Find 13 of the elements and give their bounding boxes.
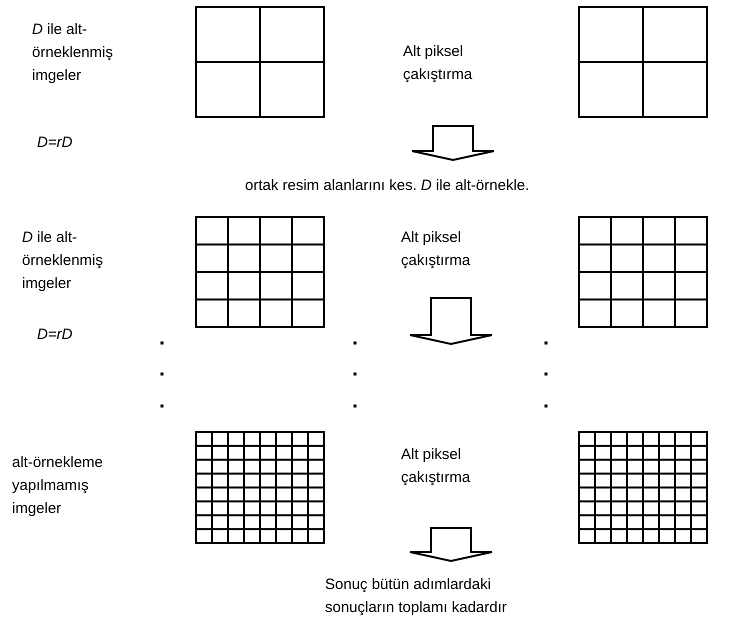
step-text: D ile alt-örneklenmiş imgeler [32, 20, 114, 86]
step-text: Sonuç bütün adımlardaki sonuçların toplamı kadardır [325, 575, 508, 618]
step-text: Alt piksel çakıştırma [401, 228, 472, 271]
block-arrow [409, 527, 493, 562]
formula-label: D=rD [37, 325, 72, 345]
step-text: Alt piksel çakıştırma [401, 445, 472, 488]
formula-label: D=rD [37, 133, 72, 153]
step-text: alt-örnekleme yapılmamış imgeler [12, 453, 104, 519]
step-text: ortak resim alanlarını kes. D ile alt-örnekle. [245, 176, 530, 196]
block-arrow [411, 125, 495, 162]
block-arrow [409, 297, 493, 346]
step-text: Alt piksel çakıştırma [403, 42, 474, 85]
step-text: D ile alt-örneklenmiş imgeler [22, 228, 104, 294]
